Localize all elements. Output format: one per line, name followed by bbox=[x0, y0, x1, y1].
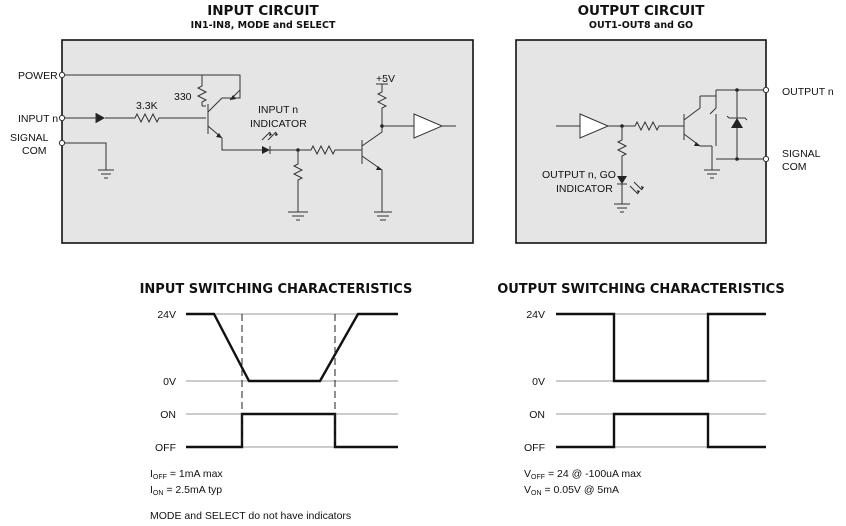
input-indicator-led bbox=[262, 146, 270, 154]
input-n-label: INPUT n bbox=[18, 113, 58, 125]
power-label: POWER bbox=[18, 70, 58, 82]
out-y-24v: 24V bbox=[526, 309, 545, 321]
input-diode bbox=[96, 113, 105, 123]
input-circuit-schematic bbox=[58, 71, 456, 221]
input-terminal bbox=[58, 114, 66, 122]
power-terminal bbox=[58, 71, 66, 79]
resistor-330 bbox=[196, 75, 208, 106]
zener-diode bbox=[731, 118, 743, 128]
output-circuit-subtitle: OUT1-OUT8 and GO bbox=[589, 20, 693, 31]
output-n-label: OUTPUT n bbox=[782, 86, 834, 98]
output-buffer bbox=[579, 113, 610, 139]
output-state-waveform bbox=[556, 412, 766, 449]
in-y-0v: 0V bbox=[163, 376, 176, 388]
output-indicator-led bbox=[617, 176, 627, 184]
input-current-notes: IOFF = 1mA max ION = 2.5mA typ bbox=[150, 468, 223, 500]
v-off-note: VOFF = 24 @ -100uA max bbox=[524, 468, 642, 481]
pullup-resistor bbox=[376, 83, 388, 126]
output-circuit-title: OUTPUT CIRCUIT bbox=[578, 3, 706, 19]
input-circuit-title: INPUT CIRCUIT bbox=[207, 3, 319, 19]
input-circuit-subtitle: IN1-IN8, MODE and SELECT bbox=[191, 20, 336, 31]
input-indicator-label-2: INDICATOR bbox=[250, 118, 307, 130]
input-indicator-label-1: INPUT n bbox=[258, 104, 298, 116]
output-circuit-schematic bbox=[556, 86, 770, 213]
in-y-on: ON bbox=[160, 409, 176, 421]
led-resistor bbox=[616, 126, 628, 176]
output-indicator-label-1: OUTPUT n, GO bbox=[542, 169, 616, 181]
i-on-note: ION = 2.5mA typ bbox=[150, 484, 223, 497]
input-buffer bbox=[413, 113, 444, 139]
out-y-off: OFF bbox=[524, 442, 545, 454]
r3k3-label: 3.3K bbox=[136, 100, 158, 112]
signal-label: SIGNAL bbox=[10, 132, 49, 144]
output-voltage-waveform bbox=[556, 312, 766, 383]
input-voltage-waveform bbox=[186, 312, 398, 383]
input-circuit-panel bbox=[61, 39, 474, 244]
i-off-note: IOFF = 1mA max bbox=[150, 468, 223, 481]
out-com-label: COM bbox=[782, 161, 807, 173]
output-switching-title: OUTPUT SWITCHING CHARACTERISTICS bbox=[497, 282, 785, 297]
mode-select-footnote: MODE and SELECT do not have indicators bbox=[150, 510, 352, 522]
power-rail bbox=[65, 74, 241, 90]
out-y-0v: 0V bbox=[532, 376, 545, 388]
input-state-waveform bbox=[186, 412, 398, 449]
in-y-off: OFF bbox=[155, 442, 176, 454]
output-voltage-notes: VOFF = 24 @ -100uA max VON = 0.05V @ 5mA bbox=[524, 468, 641, 500]
v-on-note: VON = 0.05V @ 5mA bbox=[524, 484, 620, 497]
output-circuit-panel bbox=[515, 39, 767, 244]
input-switching-title: INPUT SWITCHING CHARACTERISTICS bbox=[140, 282, 413, 297]
input-switching-waveforms bbox=[186, 312, 398, 449]
signal-com-terminal bbox=[58, 139, 66, 147]
resistor-3k3 bbox=[105, 112, 206, 124]
base-divider-resistor bbox=[292, 150, 304, 212]
com-label: COM bbox=[22, 145, 47, 157]
output-indicator-label-2: INDICATOR bbox=[556, 183, 613, 195]
out-y-on: ON bbox=[529, 409, 545, 421]
base-resistor bbox=[298, 144, 362, 156]
out-signal-label: SIGNAL bbox=[782, 148, 821, 160]
r330-label: 330 bbox=[174, 91, 192, 103]
in-y-24v: 24V bbox=[157, 309, 176, 321]
vcc-label: +5V bbox=[376, 73, 395, 85]
output-switching-waveforms bbox=[556, 312, 766, 449]
output-base-resistor bbox=[608, 120, 684, 132]
